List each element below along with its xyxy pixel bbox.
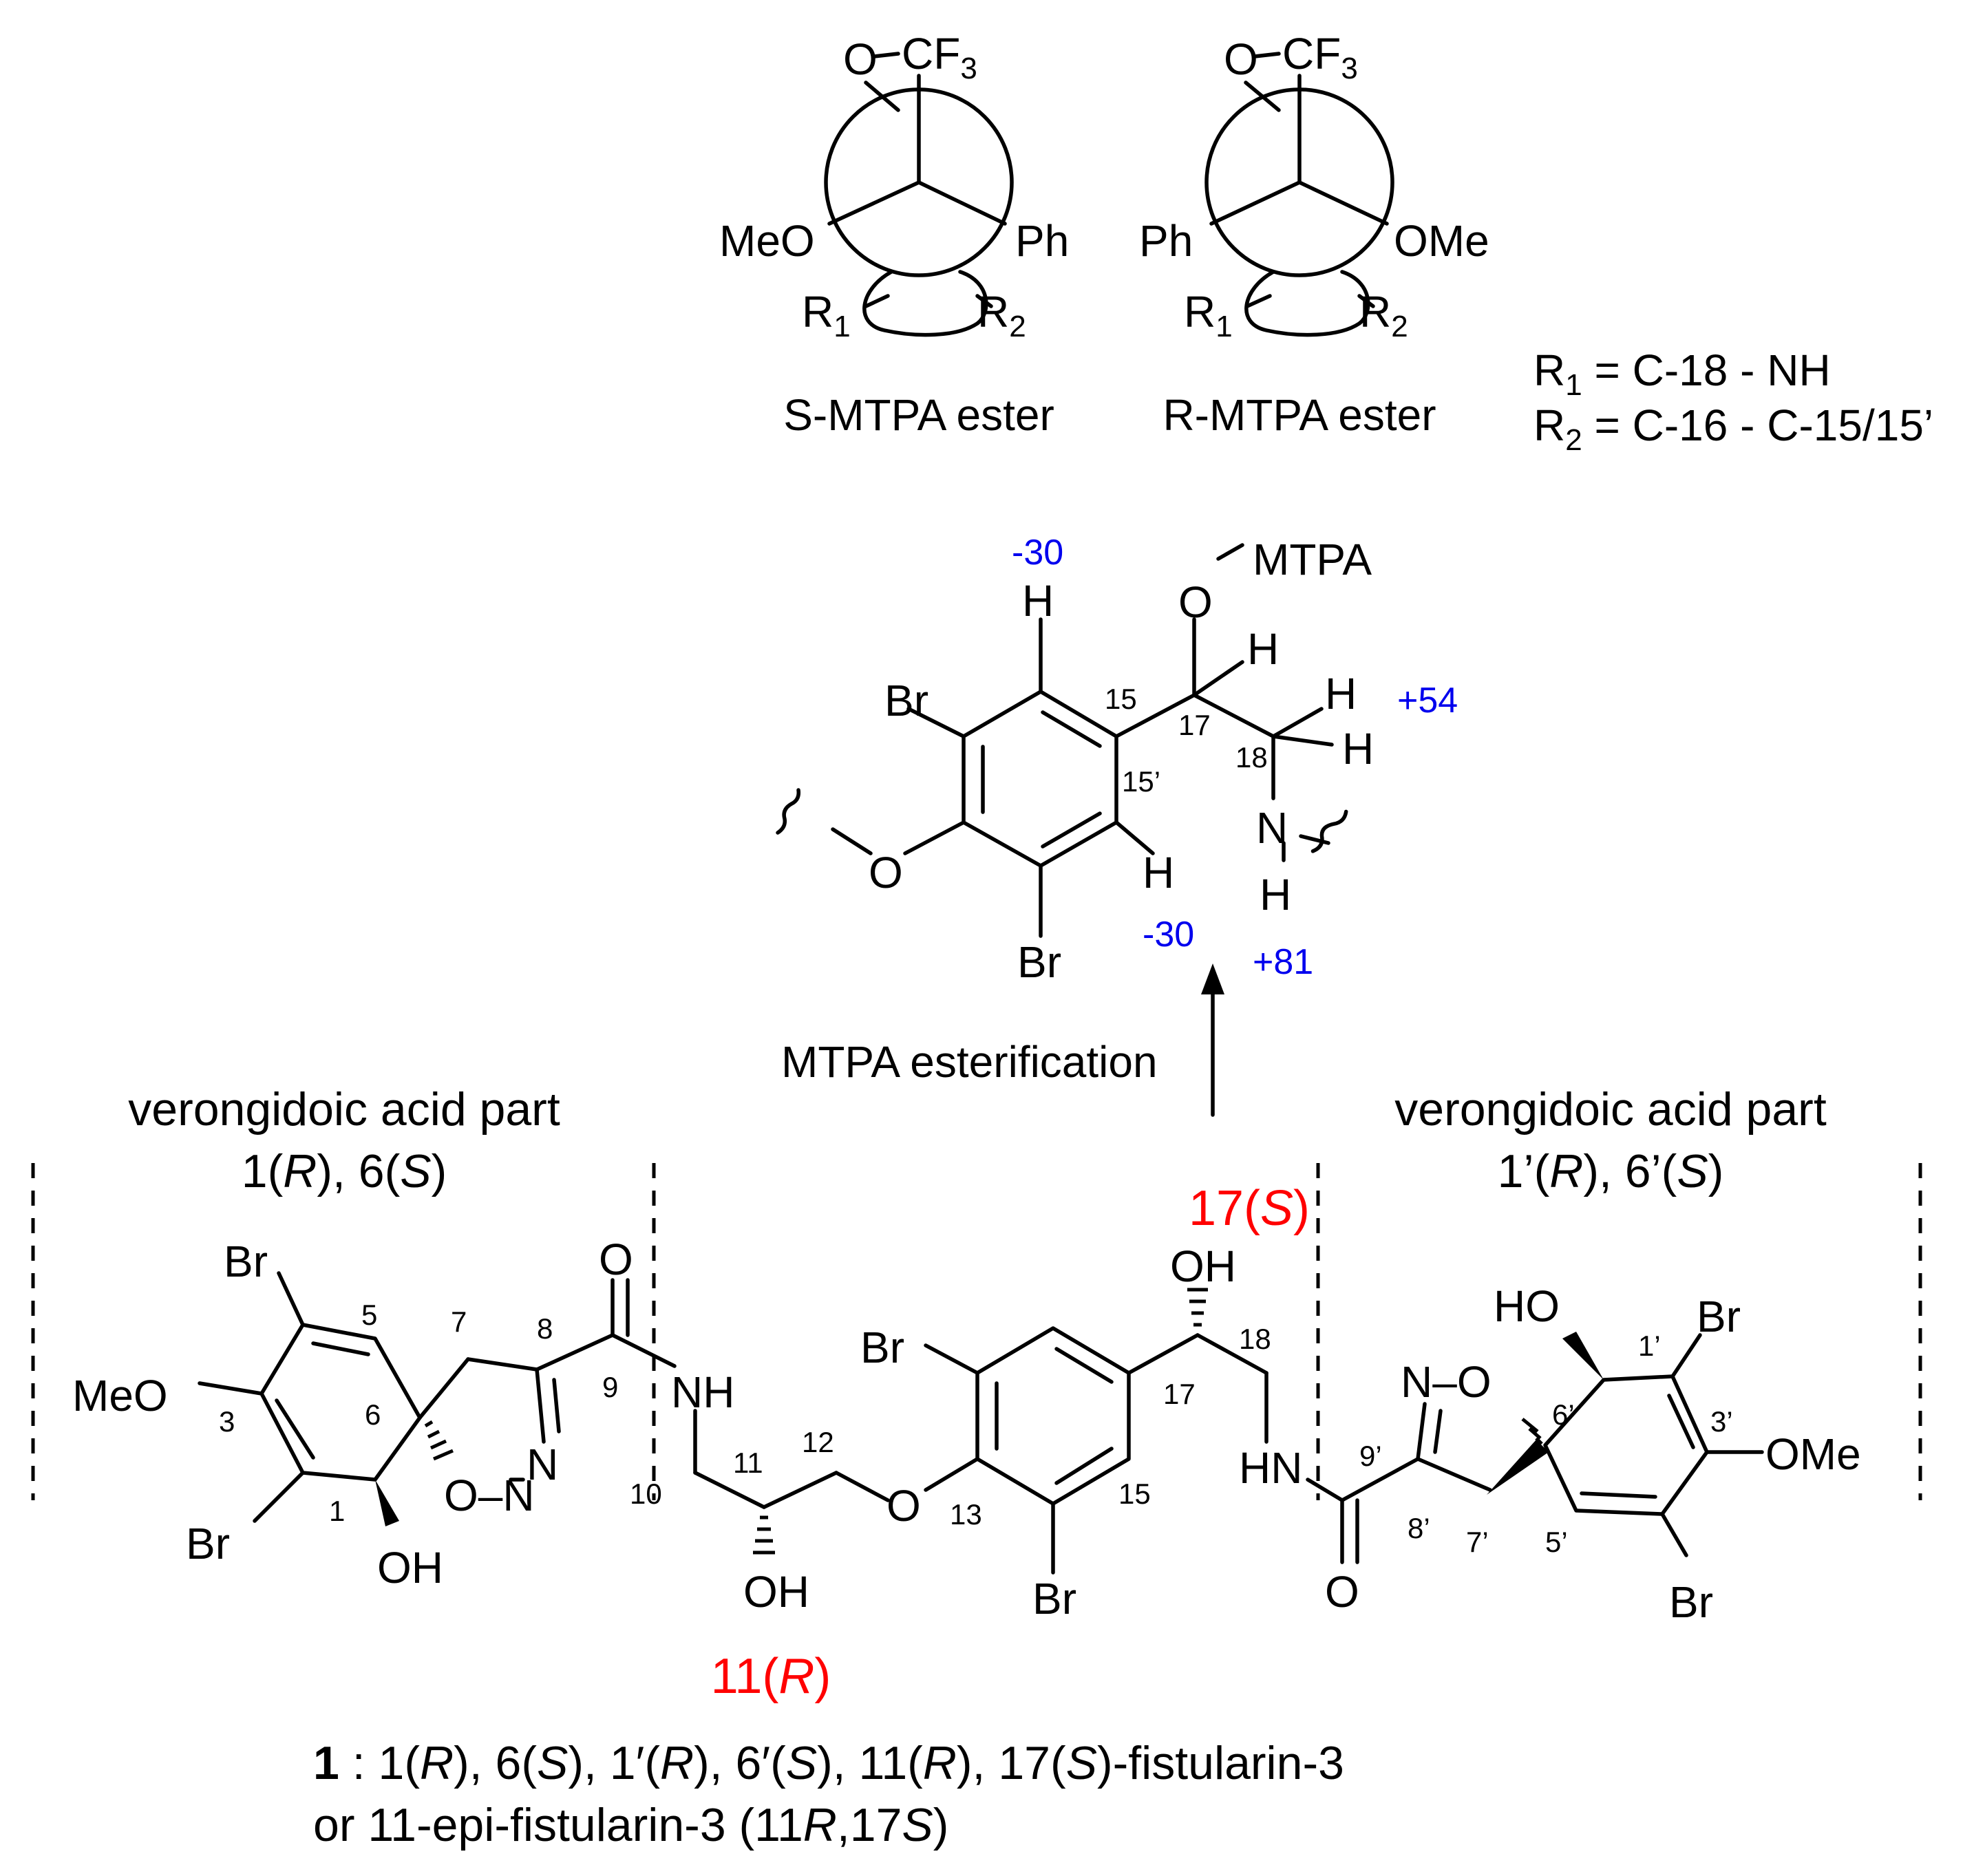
mol-o-c9: O <box>599 1235 633 1284</box>
fragment-h17: H <box>1247 624 1279 674</box>
left-part-title: verongidoic acid part <box>128 1083 560 1136</box>
fragment-o: O <box>1178 577 1213 627</box>
num-5: 5 <box>361 1299 377 1331</box>
hash-bond-c11-oh <box>753 1515 775 1555</box>
newman-r-cf3: CF3 <box>1282 29 1358 85</box>
newman-r-mtpa: O CF3 Ph OMe R1 R2 R-MTPA ester <box>1139 29 1489 440</box>
num-3: 3 <box>219 1405 235 1438</box>
fragment-n: N <box>1256 803 1288 853</box>
delta-h-top: -30 <box>1012 533 1063 573</box>
fragment-br-bottom: Br <box>1017 937 1061 987</box>
caption-line-2: or 11-epi-fistularin-3 (11R,17S) <box>313 1799 948 1851</box>
mol-n-o-right: N–O <box>1401 1357 1492 1407</box>
right-part-title: verongidoic acid part <box>1394 1083 1827 1136</box>
mol-br-c2p: Br <box>1697 1292 1741 1341</box>
mol-br-c4p: Br <box>1669 1577 1713 1627</box>
num-6: 6 <box>365 1398 381 1431</box>
fragment-br-top: Br <box>884 676 928 725</box>
num-3p: 3’ <box>1710 1405 1733 1438</box>
num-9: 9 <box>602 1371 618 1403</box>
fragment-num-15p: 15’ <box>1122 765 1160 798</box>
num-1p: 1’ <box>1638 1330 1661 1362</box>
mol-oh-c11: OH <box>743 1567 809 1617</box>
esterification-arrow: MTPA esterification <box>781 963 1224 1117</box>
newman-r-ph: Ph <box>1139 216 1193 266</box>
fragment-h18b: H <box>1342 724 1374 774</box>
num-5p: 5’ <box>1545 1526 1568 1558</box>
newman-s-ph: Ph <box>1015 216 1069 266</box>
num-6p: 6’ <box>1552 1398 1575 1431</box>
newman-r-o: O <box>1224 34 1258 84</box>
num-13: 13 <box>950 1498 982 1531</box>
mol-meo-c3: MeO <box>72 1371 168 1420</box>
fragment-num-18: 18 <box>1235 741 1268 774</box>
fragment-mtpa: MTPA <box>1253 535 1372 584</box>
num-1: 1 <box>329 1495 345 1527</box>
compound-caption: 1 : 1(R), 6(S), 1′(R), 6′(S), 11(R), 17(… <box>313 1737 1344 1851</box>
hash-bond-c17-oh <box>1187 1288 1208 1327</box>
num-12: 12 <box>802 1426 834 1458</box>
delta-h18: +54 <box>1397 681 1458 721</box>
num-9p: 9’ <box>1359 1440 1382 1472</box>
num-7p: 7’ <box>1466 1526 1489 1558</box>
mol-br-c2: Br <box>186 1519 230 1568</box>
stereo-label-17s: 17(S) <box>1189 1181 1310 1236</box>
mol-o-ether: O <box>887 1481 921 1531</box>
num-8: 8 <box>537 1312 553 1345</box>
mtpa-fragment: H -30 O MTPA H H H +54 Br Br H -30 O N H… <box>776 533 1458 987</box>
num-18: 18 <box>1239 1323 1271 1355</box>
delta-nh: +81 <box>1253 942 1313 982</box>
r-mtpa-caption: R-MTPA ester <box>1163 390 1436 440</box>
arrow-label: MTPA esterification <box>781 1037 1158 1087</box>
num-15: 15 <box>1118 1478 1151 1510</box>
right-part-config: 1’(R), 6’(S) <box>1498 1145 1724 1197</box>
mol-oh-c17: OH <box>1170 1241 1236 1291</box>
num-10: 10 <box>630 1478 662 1510</box>
fragment-num-15: 15 <box>1105 683 1137 715</box>
num-11: 11 <box>733 1447 763 1479</box>
newman-s-r1: R1 <box>802 287 851 343</box>
mol-o-n-left: O–N <box>444 1471 535 1520</box>
mol-o-c9p: O <box>1325 1567 1359 1617</box>
r2-definition: R2 = C-16 - C-15/15’ <box>1533 401 1933 457</box>
fragment-nh-h: H <box>1260 870 1291 919</box>
fragment-o-ether: O <box>869 848 903 897</box>
mol-ome-c3p: OMe <box>1765 1429 1861 1479</box>
s-mtpa-caption: S-MTPA ester <box>783 390 1054 440</box>
num-8p: 8’ <box>1408 1512 1430 1544</box>
num-17: 17 <box>1163 1378 1196 1410</box>
part-labels: verongidoic acid part 1(R), 6(S) verongi… <box>31 1083 1922 1500</box>
mol-br-c14: Br <box>860 1323 904 1372</box>
mol-br-c14p: Br <box>1032 1574 1076 1623</box>
mol-n-left: N <box>527 1440 558 1489</box>
mol-hn-right: HN <box>1239 1443 1302 1493</box>
fistularin-3-structure: Br MeO Br OH O–N N O NH OH O Br Br OH HN… <box>72 1235 1861 1627</box>
fragment-num-17: 17 <box>1178 709 1211 741</box>
newman-r-r1: R1 <box>1184 287 1233 343</box>
hash-bond-c6p-o <box>1521 1418 1543 1445</box>
newman-r-ome: OMe <box>1394 216 1489 266</box>
stereo-label-11r: 11(R) <box>711 1649 831 1704</box>
r-group-definitions: R1 = C-18 - NH R2 = C-16 - C-15/15’ <box>1533 345 1933 457</box>
newman-s-r2: R2 <box>977 287 1026 343</box>
newman-r-r2: R2 <box>1359 287 1408 343</box>
r1-definition: R1 = C-18 - NH <box>1533 345 1831 402</box>
delta-h15p: -30 <box>1143 915 1194 955</box>
newman-s-o: O <box>843 34 878 84</box>
left-part-config: 1(R), 6(S) <box>242 1145 447 1197</box>
mol-ho-c1p: HO <box>1494 1281 1560 1331</box>
caption-line-1: 1 : 1(R), 6(S), 1′(R), 6′(S), 11(R), 17(… <box>313 1737 1344 1789</box>
newman-s-cf3: CF3 <box>902 29 977 85</box>
hash-bond-c6-o <box>424 1420 454 1461</box>
mol-oh-c1: OH <box>377 1543 443 1592</box>
fragment-h18a: H <box>1325 669 1357 718</box>
num-7: 7 <box>451 1305 467 1338</box>
mol-br-c4: Br <box>224 1237 268 1286</box>
mol-nh-left: NH <box>671 1367 734 1417</box>
fragment-h15p: H <box>1143 848 1174 897</box>
fragment-h-top: H <box>1022 576 1054 626</box>
newman-s-meo: MeO <box>719 216 815 266</box>
newman-s-mtpa: O CF3 MeO Ph R1 R2 S-MTPA ester <box>719 29 1069 440</box>
